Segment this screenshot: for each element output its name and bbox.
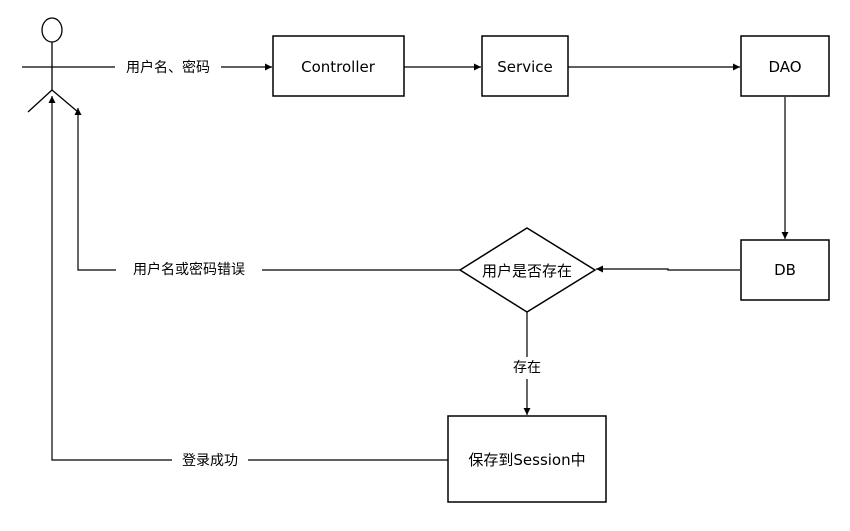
node-db-label: DB xyxy=(774,261,796,279)
edge-label-exists: 存在 xyxy=(513,360,541,376)
node-service: Service xyxy=(481,35,569,97)
edge-save-success xyxy=(48,96,448,461)
actor-head xyxy=(41,17,63,43)
node-dao: DAO xyxy=(740,35,830,97)
actor-left-leg xyxy=(27,89,53,113)
node-decision: 用户是否存在 xyxy=(458,227,597,313)
node-service-label: Service xyxy=(497,58,552,76)
node-controller: Controller xyxy=(272,35,405,97)
user-actor-icon xyxy=(22,17,82,113)
node-save-session-label: 保存到Session中 xyxy=(468,451,585,469)
node-controller-label: Controller xyxy=(301,58,376,76)
node-dao-label: DAO xyxy=(768,58,801,76)
edge-label-success: 登录成功 xyxy=(182,453,238,469)
node-decision-label: 用户是否存在 xyxy=(482,262,572,280)
edge-db-decision xyxy=(596,265,740,273)
node-db: DB xyxy=(740,239,830,301)
edge-label-error: 用户名或密码错误 xyxy=(133,261,245,278)
node-save-session: 保存到Session中 xyxy=(447,415,607,503)
actor-right-leg xyxy=(51,89,79,113)
edge-label-login-input: 用户名、密码 xyxy=(126,59,210,76)
edge-decision-error xyxy=(74,108,460,271)
